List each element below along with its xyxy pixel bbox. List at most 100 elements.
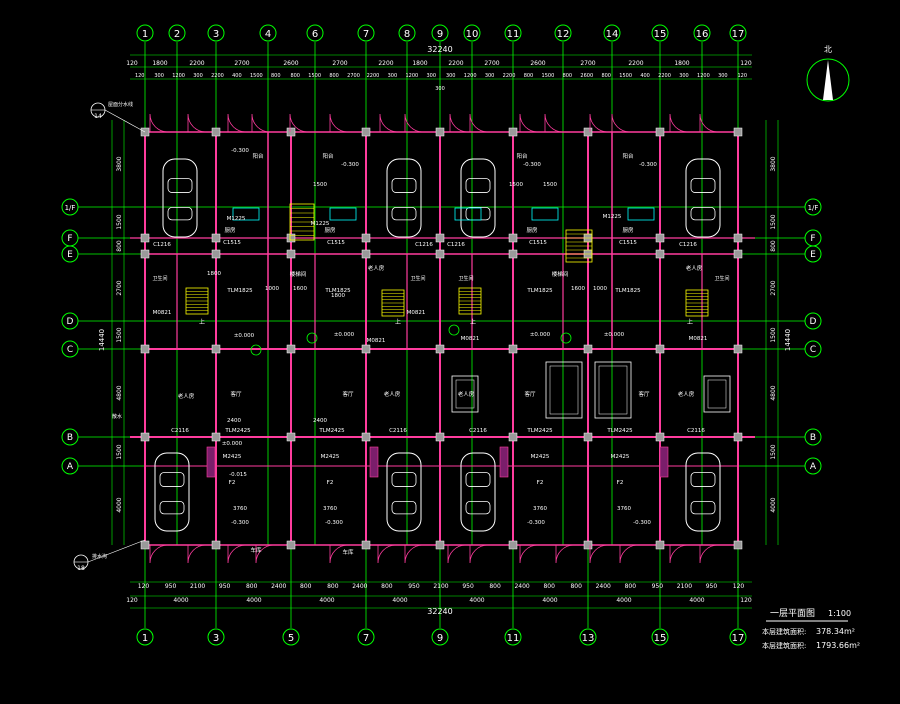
room-label-8: 厨房 [224, 226, 236, 234]
axis-label-top-9: 9 [437, 29, 443, 40]
column [286, 249, 296, 259]
room-label-86: 1000 [265, 286, 279, 292]
axis-bubble-bottom-1 [136, 628, 154, 646]
axis-bubble-top-16 [693, 24, 711, 42]
room-label-39: 老人房 [178, 392, 195, 400]
dim-top-1-9: 2700 [484, 60, 499, 67]
axis-label-bottom-11: 11 [507, 633, 520, 644]
axis-label-top-8: 8 [404, 29, 410, 40]
column [583, 540, 593, 550]
room-label-67: 3760 [533, 506, 547, 512]
column [211, 432, 221, 442]
axis-label-right-F: F [810, 234, 815, 244]
room-label-44: 客厅 [524, 390, 536, 398]
dim-left-1: 1500 [116, 214, 123, 229]
column [655, 540, 665, 550]
axis-bubble-top-4 [259, 24, 277, 42]
dim-top-sub: 300 [435, 86, 445, 92]
column [655, 233, 665, 243]
dim-bottom-1-4: 800 [246, 583, 258, 590]
column [286, 344, 296, 354]
room-label-34: ±0.000 [234, 333, 255, 339]
dim-left-7: 4000 [116, 497, 123, 512]
axis-bubble-left-C [61, 340, 79, 358]
column [211, 233, 221, 243]
column [508, 540, 518, 550]
dim-bottom-1-15: 800 [543, 583, 555, 590]
room-label-38: M0821 [367, 338, 386, 344]
dim-right-0: 3800 [770, 156, 777, 171]
column [733, 540, 743, 550]
axis-bubble-top-8 [398, 24, 416, 42]
room-label-63: F2 [537, 480, 544, 486]
door-swing-top [699, 113, 719, 133]
dim-left-5: 4800 [116, 385, 123, 400]
total-dim-top: 32240 [427, 45, 452, 54]
section-marker [448, 324, 460, 336]
axis-bubble-top-15 [651, 24, 669, 42]
door-swing-bottom [447, 544, 467, 564]
dim-top-1-5: 2700 [332, 60, 347, 67]
car-body [685, 452, 721, 532]
door-swing-bottom [227, 544, 247, 564]
axis-bubble-bottom-17 [729, 628, 747, 646]
dim-bottom-1-19: 950 [652, 583, 664, 590]
axis-bubble-top-9 [431, 24, 449, 42]
left-total-dim: 14440 [98, 329, 106, 351]
dim-top-1-7: 1800 [412, 60, 427, 67]
dim-bottom-1-8: 2400 [352, 583, 367, 590]
room-label-80: M1225 [311, 221, 330, 227]
dim-bottom-1-5: 2400 [271, 583, 286, 590]
dim-bottom-1-12: 950 [462, 583, 474, 590]
stair-icon [685, 289, 709, 317]
dim-right-3: 2700 [770, 280, 777, 295]
stair-icon [185, 287, 209, 315]
room-label-81: M1225 [603, 214, 622, 220]
kitchen-counter [454, 207, 482, 221]
dim-bottom-2-2: 4000 [246, 597, 261, 604]
axis-label-top-12: 12 [557, 29, 570, 40]
dim-left-4: 1500 [116, 327, 123, 342]
dim-bottom-2-9: 120 [740, 597, 752, 604]
room-label-72: -0.300 [633, 520, 651, 526]
column [508, 249, 518, 259]
dim-right-6: 1500 [770, 444, 777, 459]
axis-label-top-4: 4 [265, 29, 271, 40]
dim-left-6: 1500 [116, 444, 123, 459]
car-body [460, 452, 496, 532]
axis-bubble-right-A [804, 457, 822, 475]
dim-bottom-1-11: 2100 [433, 583, 448, 590]
dim-bottom-2-1: 4000 [173, 597, 188, 604]
car-rear-window [690, 500, 716, 515]
column [286, 540, 296, 550]
room-label-6: 阳台 [516, 152, 528, 160]
dim-top-2-27: 2200 [658, 73, 671, 79]
wall-hatch [369, 446, 379, 478]
axis-label-bottom-5: 5 [288, 633, 294, 644]
axis-label-left-1/F: 1/F [65, 204, 76, 212]
room-label-85: 1000 [593, 286, 607, 292]
car-windshield [159, 472, 185, 487]
drawing-scale: 1:100 [828, 609, 851, 618]
axis-label-top-11: 11 [507, 29, 520, 40]
door-swing-bottom [669, 544, 689, 564]
room-label-50: C2116 [687, 428, 705, 434]
room-label-75: 2400 [227, 418, 241, 424]
car-icon-bottom [685, 452, 721, 532]
dim-bottom-1-0: 120 [138, 583, 150, 590]
dim-bottom-1-16: 800 [570, 583, 582, 590]
axis-label-right-A: A [810, 462, 817, 472]
room-label-4: 阳台 [252, 152, 264, 160]
column [211, 540, 221, 550]
door-swing-bottom [187, 544, 207, 564]
kitchen-counter [232, 207, 260, 221]
door-swing-top [289, 113, 309, 133]
room-label-78: 1500 [313, 182, 327, 188]
dim-top-2-4: 2200 [211, 73, 224, 79]
dim-top-1-8: 2200 [448, 60, 463, 67]
room-label-37: ±0.000 [604, 332, 625, 338]
room-label-25: 老人房 [686, 264, 703, 272]
